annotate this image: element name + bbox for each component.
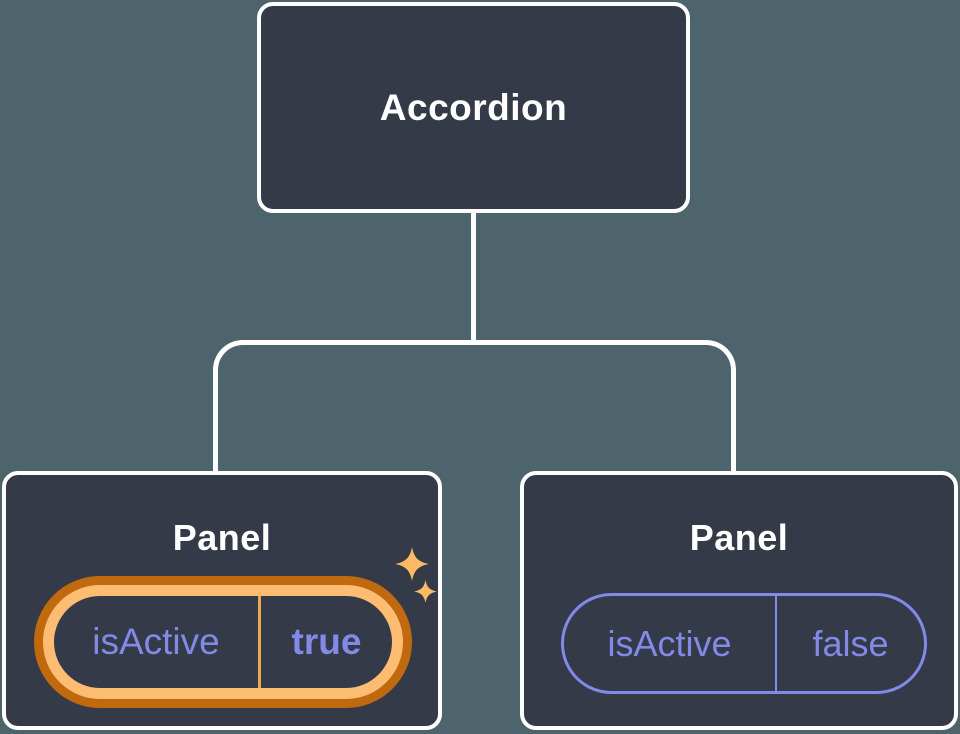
accordion-node: Accordion: [257, 2, 690, 213]
pill-divider: [258, 596, 261, 688]
state-key: isActive: [607, 622, 732, 664]
state-value: true: [291, 621, 362, 662]
panel-node-inactive: Panel isActive false: [520, 471, 958, 730]
accordion-node-label: Accordion: [379, 86, 568, 128]
panel-node-label: Panel: [172, 517, 272, 558]
sparkle-icon-large: [395, 547, 429, 581]
connector-bracket: [213, 340, 736, 473]
pill-divider: [775, 596, 777, 691]
state-pill-core: isActive true: [54, 596, 392, 688]
state-value: false: [812, 622, 889, 664]
state-pill-normal: isActive false: [561, 593, 927, 694]
panel-node-active: Panel isActive true: [2, 471, 442, 730]
panel-node-label: Panel: [689, 517, 789, 558]
state-pill-highlighted: isActive true: [34, 576, 412, 708]
sparkle-icon-small: [414, 580, 437, 603]
connector-stem: [471, 210, 476, 344]
state-key: isActive: [92, 621, 220, 662]
